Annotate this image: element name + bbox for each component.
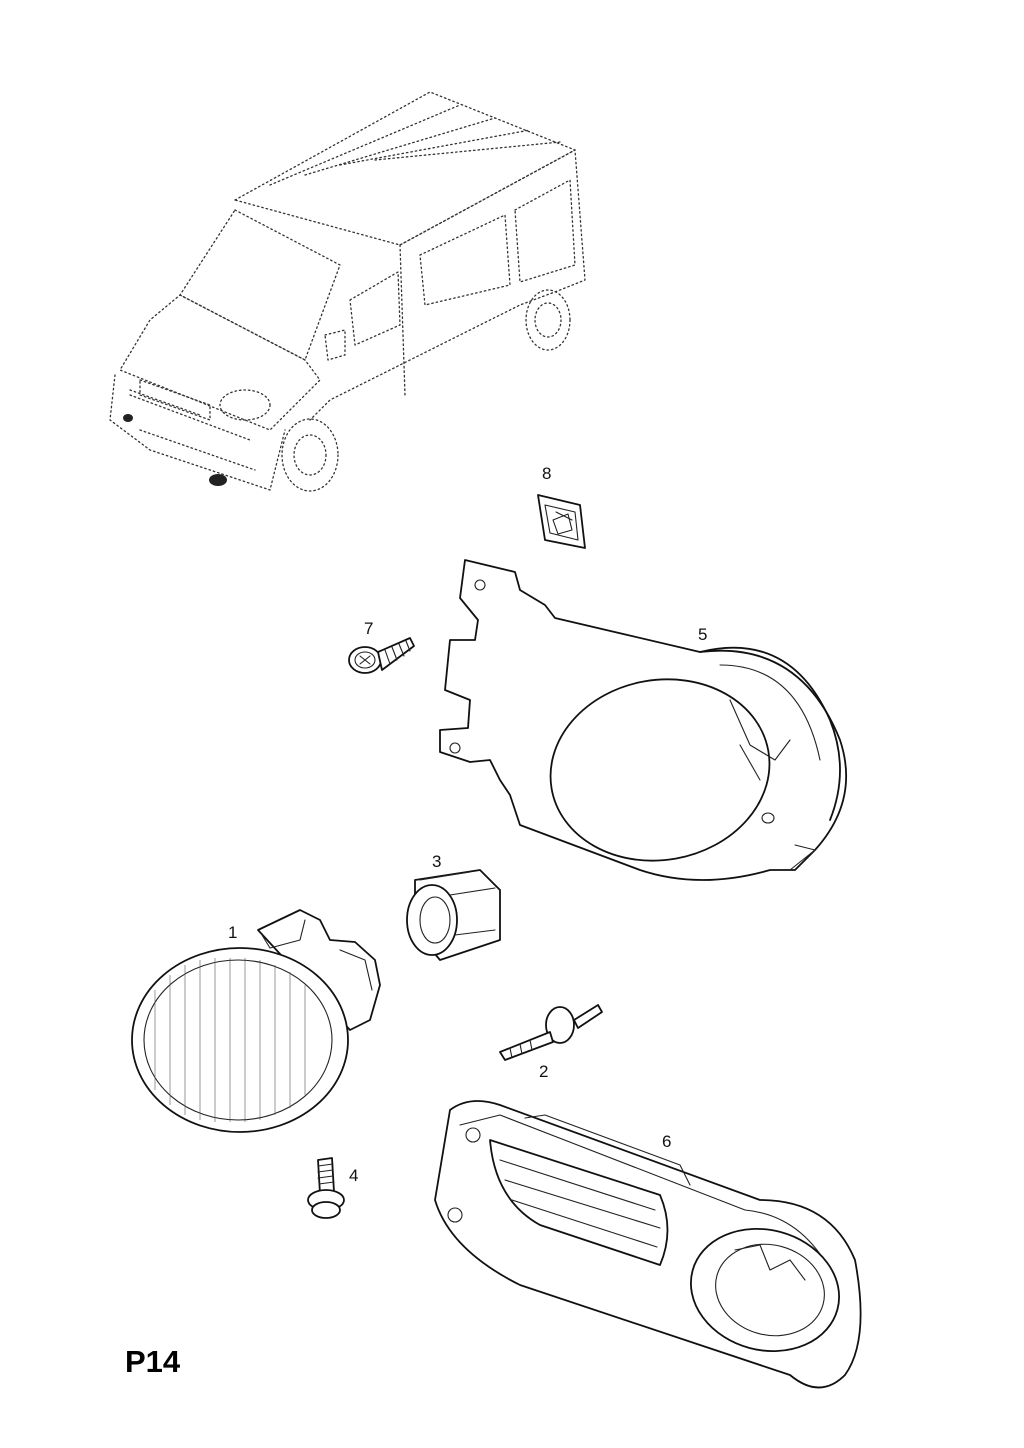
part-number-7: 7 — [364, 619, 373, 638]
fog-lamp-assembly — [131, 909, 381, 1133]
part-number-8: 8 — [542, 464, 551, 483]
part-number-2: 2 — [539, 1062, 548, 1081]
bolt — [307, 1157, 345, 1219]
part-number-4: 4 — [349, 1166, 358, 1185]
clip-nut — [537, 494, 586, 549]
van-illustration — [109, 91, 586, 492]
part-number-3: 3 — [432, 852, 441, 871]
page-code: P14 — [125, 1344, 181, 1379]
bulb — [499, 1004, 603, 1061]
bulb-holder — [406, 869, 501, 961]
part-number-1: 1 — [228, 923, 237, 942]
part-number-6: 6 — [662, 1132, 671, 1151]
screw — [348, 637, 415, 674]
mounting-bracket — [439, 559, 848, 881]
part-number-5: 5 — [698, 625, 707, 644]
bumper-grille-trim — [434, 1100, 862, 1389]
